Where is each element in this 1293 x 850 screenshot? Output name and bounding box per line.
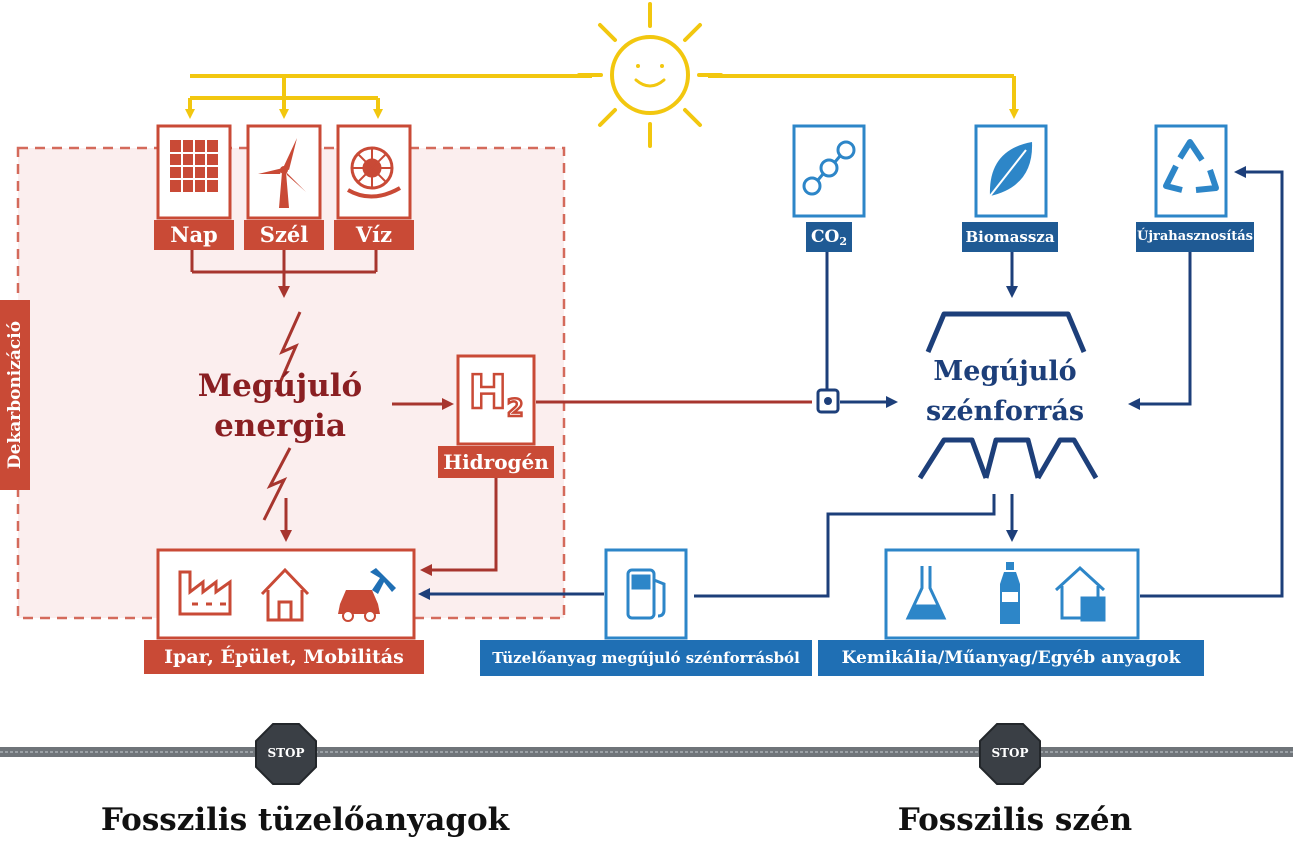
fuel-pump-icon: [626, 568, 666, 620]
hydrogen-to-sectors-arrow: [420, 476, 498, 576]
sun-energy-lines: [185, 74, 1019, 119]
fossil-carbon-label: Fosszilis szén: [897, 802, 1133, 838]
flask-icon: [905, 566, 947, 620]
recycling-to-carbon-arrow: [1128, 252, 1192, 410]
source-connectors: [190, 250, 378, 298]
wind-turbine-icon: [258, 138, 306, 208]
leaf-icon: [989, 142, 1033, 197]
stop-sign-left-text: STOP: [267, 746, 305, 760]
house-materials-icon: [1054, 565, 1106, 622]
water-label: Víz: [334, 220, 414, 250]
lightning-icon: [262, 447, 292, 521]
carbon-to-fuel-line: [694, 494, 996, 598]
biomass-label: Biomassza: [962, 222, 1058, 252]
stop-sign-right-text: STOP: [991, 746, 1029, 760]
chemicals-label: Kemikália/Műanyag/Egyéb anyagok: [818, 640, 1204, 676]
molecule-icon: [802, 140, 856, 196]
co2-label: CO2: [806, 222, 852, 252]
fuel-box: [604, 548, 688, 640]
renewable-carbon-title: Megújuló szénforrás: [925, 356, 1085, 427]
fossil-fuels-label: Fosszilis tüzelőanyagok: [100, 802, 510, 838]
fuel-label: Tüzelőanyag megújuló szénforrásból: [480, 640, 812, 676]
lightning-icon: [274, 311, 302, 393]
sectors-box: [156, 548, 416, 640]
solar-panel-icon: [170, 140, 218, 192]
hydrogen-label: Hidrogén: [438, 446, 554, 478]
co2-box: [792, 124, 866, 218]
wind-label: Szél: [244, 220, 324, 250]
house-icon: [260, 567, 310, 622]
recycling-icon: [1163, 139, 1219, 193]
stop-sign-icon: [979, 723, 1041, 785]
stop-sign-icon: [255, 723, 317, 785]
bottle-icon: [1000, 562, 1020, 624]
solar-label: Nap: [154, 220, 234, 250]
carbon-source-frame: [917, 311, 1099, 480]
sectors-label: Ipar, Épület, Mobilitás: [144, 640, 424, 674]
car-plane-icon: [338, 568, 396, 622]
factory-icon: [178, 570, 232, 616]
hydrogen-symbol: H2: [467, 364, 525, 424]
water-wheel-icon: [346, 146, 401, 199]
hydrogen-box: [456, 354, 536, 446]
chemicals-to-recycling-arrow: [1140, 166, 1284, 598]
renewable-energy-title: Megújuló energia: [197, 368, 363, 444]
sun-icon: [577, 2, 723, 148]
recycling-label: Újrahasznosítás: [1136, 222, 1254, 252]
decarbonization-label: Dekarbonizáció: [0, 300, 30, 490]
